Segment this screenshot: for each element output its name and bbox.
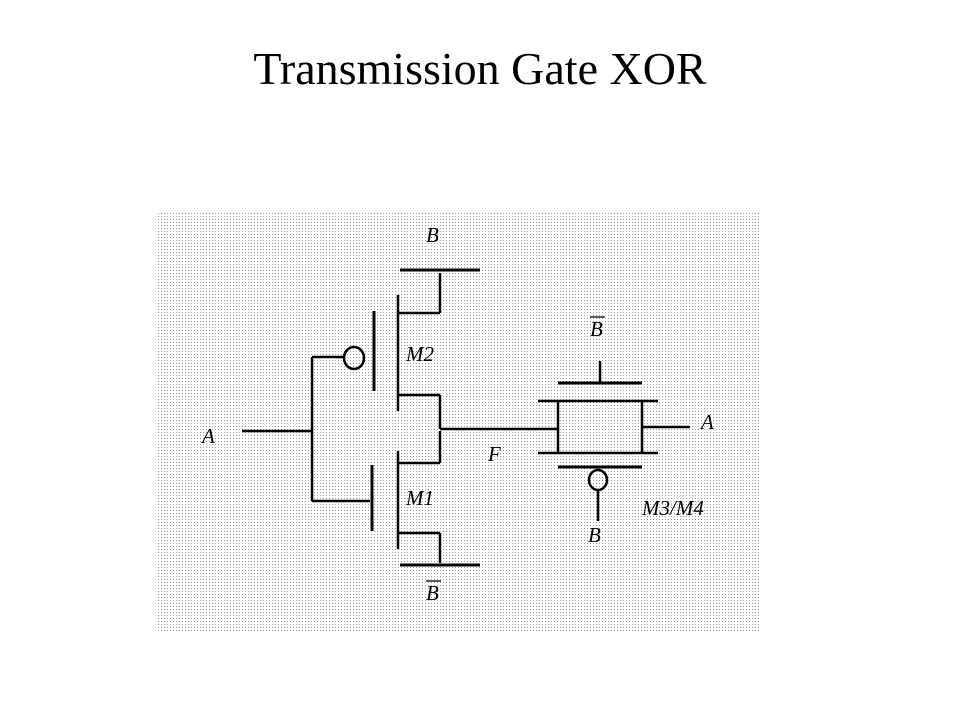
diagram-panel xyxy=(158,213,760,633)
svg-text:B: B xyxy=(590,317,603,341)
label-b-bottom-right: B xyxy=(588,523,601,547)
input-a-wire xyxy=(242,355,370,503)
label-a-right: A xyxy=(699,410,714,434)
label-f: F xyxy=(487,442,501,466)
label-b-bar-bottom: B xyxy=(426,580,441,605)
label-m1: M1 xyxy=(405,486,434,510)
label-m2: M2 xyxy=(405,342,434,366)
m1-nmos-transistor xyxy=(370,431,442,563)
label-a-left: A xyxy=(200,424,215,448)
m3m4-transmission-gate xyxy=(538,361,690,521)
svg-text:B: B xyxy=(426,581,439,605)
slide-title: Transmission Gate XOR xyxy=(253,43,707,94)
label-b-bar-right: B xyxy=(590,316,605,341)
circuit-diagram: B M2 B A A F M1 M3/M4 B B xyxy=(158,213,760,633)
label-b-top: B xyxy=(426,223,439,247)
m2-pmos-transistor xyxy=(342,273,442,429)
label-m3m4: M3/M4 xyxy=(641,496,704,520)
